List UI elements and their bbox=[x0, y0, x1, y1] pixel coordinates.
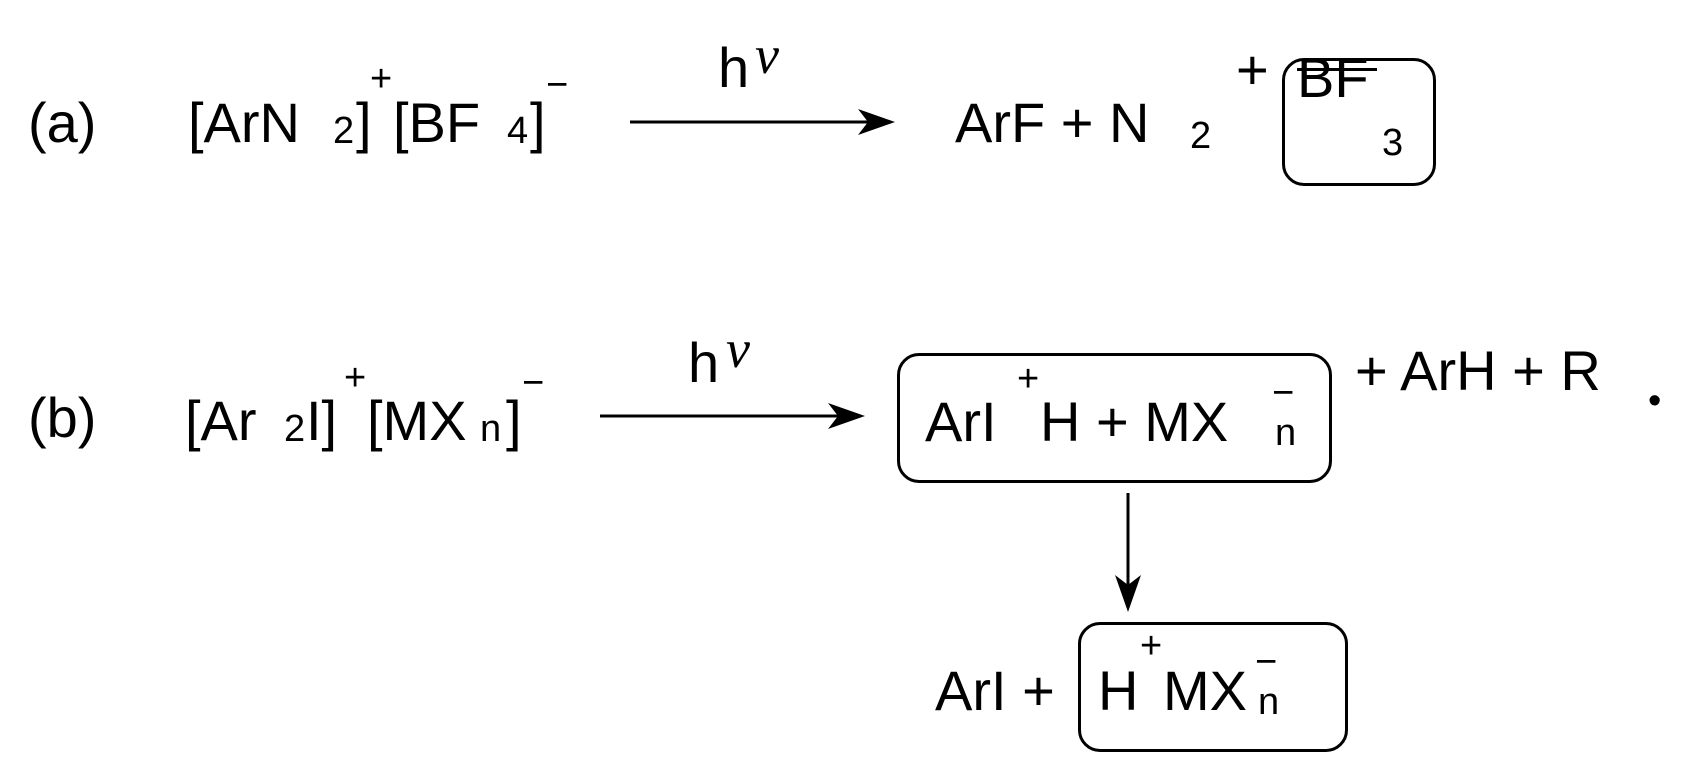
strike-line bbox=[1297, 68, 1377, 71]
aryl-fluoride-and-nitrogen: ArF + N bbox=[955, 91, 1150, 154]
superacid-anion-subscript: n bbox=[1258, 681, 1280, 723]
cation-charge: + bbox=[344, 357, 367, 399]
boron-trifluoride-subscript: 3 bbox=[1382, 122, 1404, 164]
superacid-anion-charge: − bbox=[1255, 641, 1278, 683]
arrow-down bbox=[1115, 493, 1141, 612]
boron-trifluoride-box bbox=[1282, 58, 1436, 186]
anion-charge: − bbox=[546, 64, 569, 106]
tetrafluoroborate-bracket: ] bbox=[530, 91, 546, 154]
diazonium-cation: [ArN bbox=[188, 91, 300, 154]
superacid-box bbox=[1078, 622, 1348, 752]
tetrafluoroborate-subscript: 4 bbox=[507, 110, 529, 152]
photon-nu: ν bbox=[755, 25, 779, 85]
boron-trifluoride: BF bbox=[1297, 46, 1369, 109]
intermediate-anion-charge: − bbox=[1272, 372, 1295, 414]
counter-anion: [MX bbox=[367, 389, 467, 452]
intermediate-hydrogen-and-anion: H + MX bbox=[1040, 390, 1229, 453]
diazonium-bracket: ] bbox=[356, 91, 372, 154]
proton: H bbox=[1098, 659, 1139, 722]
iodonium-bracket: I] bbox=[306, 389, 338, 452]
photon-nu: ν bbox=[726, 319, 750, 379]
byproduct-plus: + bbox=[1236, 38, 1269, 101]
tetrafluoroborate-anion: [BF bbox=[393, 91, 481, 154]
cation-charge: + bbox=[370, 58, 393, 100]
diazonium-subscript: 2 bbox=[333, 110, 355, 152]
photon-h: h bbox=[688, 331, 720, 394]
aryl-iodide-plus: ArI + bbox=[935, 659, 1055, 722]
superacid-anion: MX bbox=[1163, 659, 1247, 722]
radical-dot: • bbox=[1648, 380, 1662, 422]
anion-charge: − bbox=[522, 362, 545, 404]
iodonium-subscript: 2 bbox=[284, 408, 306, 450]
arrow-a bbox=[630, 109, 895, 135]
intermediate-anion-subscript: n bbox=[1275, 412, 1297, 454]
intermediate-cation-charge: + bbox=[1017, 358, 1040, 400]
arrow-b bbox=[600, 403, 865, 429]
reaction-a-label: (a) bbox=[28, 91, 97, 154]
side-products: + ArH + R bbox=[1355, 339, 1601, 402]
counter-anion-subscript: n bbox=[480, 408, 502, 450]
iodonium-cation: [Ar bbox=[185, 389, 257, 452]
reaction-b-label: (b) bbox=[28, 386, 97, 449]
intermediate-box bbox=[897, 353, 1332, 483]
photon-h: h bbox=[718, 36, 750, 99]
aryl-iodide-cation: ArI bbox=[925, 390, 997, 453]
nitrogen-subscript: 2 bbox=[1190, 115, 1212, 157]
counter-anion-bracket: ] bbox=[506, 389, 522, 452]
proton-charge: + bbox=[1140, 625, 1163, 667]
